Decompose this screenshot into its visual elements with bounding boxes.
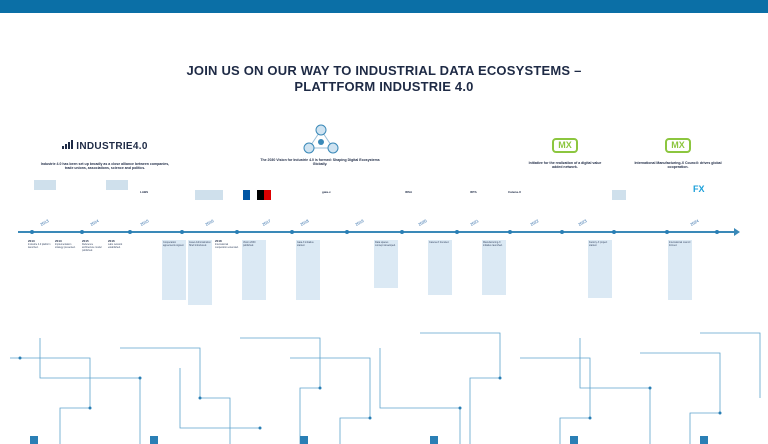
header-caption: International Manufacturing-X Council: d… (634, 161, 722, 170)
year-tag: 2014 (89, 218, 100, 227)
factory-x-logo: FX (693, 184, 705, 194)
logo-chip (612, 190, 626, 200)
timeline-dot (290, 229, 294, 234)
timeline-arrow-icon (734, 228, 740, 236)
year-tag: 2020 (417, 218, 428, 227)
timeline-dot (128, 229, 132, 234)
timeline-box: Asset Administration Shell introduced. (188, 240, 212, 305)
timeline-box: Data spaces concept developed. (374, 240, 398, 288)
year-tag: 2017 (261, 218, 272, 227)
page-title: JOIN US ON OUR WAY TO INDUSTRIAL DATA EC… (0, 63, 768, 95)
header-caption: Industrie 4.0 has been set up broadly as… (40, 162, 170, 171)
year-tag: 2024 (689, 218, 700, 227)
circuit-decoration (10, 332, 761, 444)
top-banner (0, 0, 768, 13)
header-vision: The 2030 Vision for Industrie 4.0 is for… (255, 158, 385, 166)
year-tag: 2018 (299, 218, 310, 227)
bars-icon (62, 140, 74, 149)
timeline-box: Manufacturing-X initiative launched. (482, 240, 506, 295)
timeline-dot (345, 229, 349, 234)
year-tag: 2022 (529, 218, 540, 227)
timeline-box: International council formed. (668, 240, 692, 300)
vision-2030-molecule-icon (303, 124, 339, 154)
year-tag: 2013 (39, 218, 50, 227)
header-caption: Initiative for the realization of a digi… (528, 161, 602, 170)
year-tag: 2015 (139, 218, 150, 227)
timeline-dot (560, 229, 564, 234)
logo-chip (106, 180, 128, 190)
idta-logo: IDTA (470, 190, 477, 194)
timeline-box: Cooperation agreements signed. (162, 240, 186, 300)
timeline-box: Factory-X project started. (588, 240, 612, 298)
year-tag: 2021 (469, 218, 480, 227)
header-mx-2: MX International Manufacturing-X Council… (628, 135, 728, 169)
timeline-dot (30, 229, 34, 234)
title-line-2: PLATTFORM INDUSTRIE 4.0 (294, 79, 474, 94)
header-industrie40: INDUSTRIE4.0 Industrie 4.0 has been set … (40, 140, 170, 170)
header-mx-1: MX Initiative for the realization of a d… (525, 135, 605, 169)
year-tag: 2023 (577, 218, 588, 227)
timeline-axis (18, 231, 736, 233)
timeline-box: Gaia-X initiative started. (296, 240, 320, 300)
manufacturing-x-logo: MX (665, 138, 691, 153)
labs-logo: LABS (140, 190, 149, 194)
timeline-dot (612, 229, 616, 234)
timeline-dot (665, 229, 669, 234)
header-caption: The 2030 Vision for Industrie 4.0 is for… (260, 158, 380, 167)
timeline-box: Vision 2030 published. (242, 240, 266, 300)
year-tag: 2016 (204, 218, 215, 227)
industrie40-logo: INDUSTRIE4.0 (40, 140, 170, 152)
logo-chip (195, 190, 223, 200)
timeline-dot (400, 229, 404, 234)
timeline-dot (455, 229, 459, 234)
timeline-box: Catena-X founded. (428, 240, 452, 295)
timeline-dot (235, 229, 239, 234)
manufacturing-x-logo: MX (552, 138, 578, 153)
catenax-logo: Catena-X (508, 190, 522, 194)
timeline-dot (80, 229, 84, 234)
flags-logo (243, 190, 271, 200)
idsa-logo: IDSA (405, 190, 413, 194)
logo-chip (34, 180, 56, 190)
timeline-dot (508, 229, 512, 234)
timeline-dot (180, 229, 184, 234)
year-tag: 2019 (354, 218, 365, 227)
gaiax-logo: gaia-x (322, 190, 331, 194)
timeline-dot (715, 229, 719, 234)
title-line-1: JOIN US ON OUR WAY TO INDUSTRIAL DATA EC… (186, 63, 582, 78)
